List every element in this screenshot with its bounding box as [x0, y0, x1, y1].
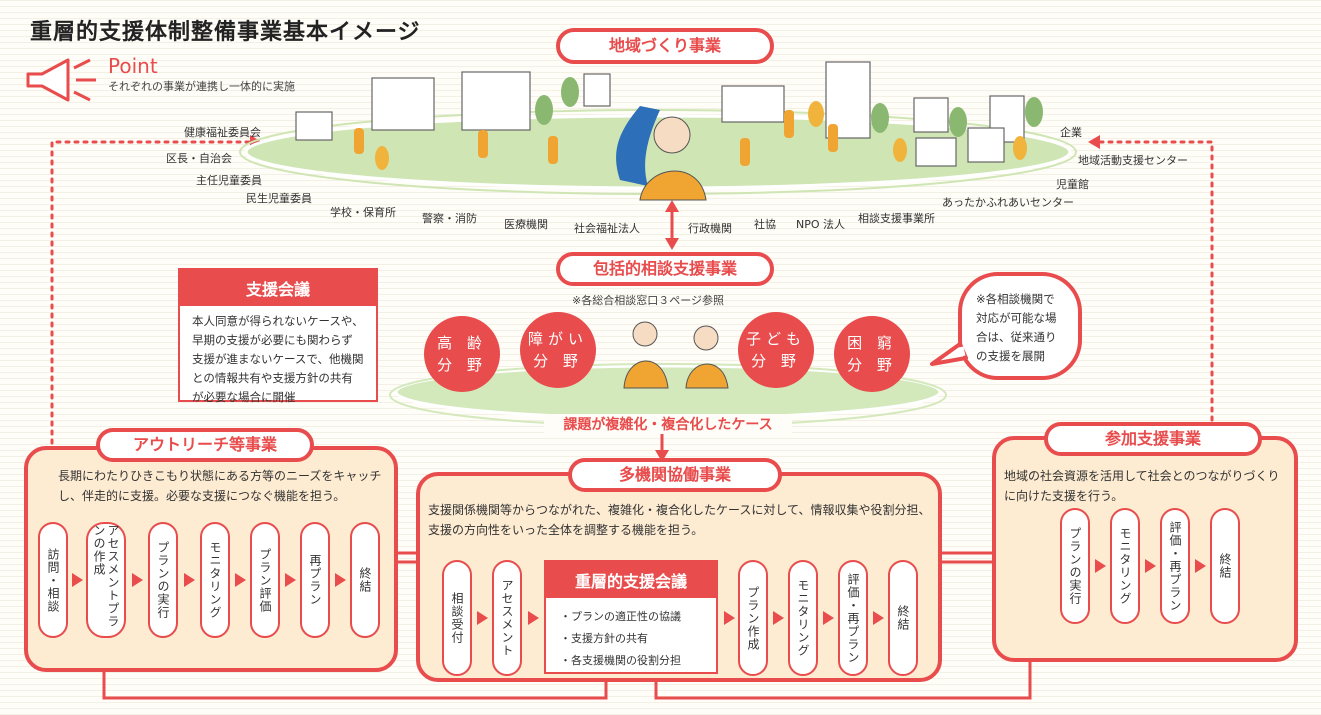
outreach-description: 長期にわたりひきこもり状態にある方等のニーズをキャッチし、伴走的に支援。必要な支…: [58, 469, 382, 503]
multi-agency-header: 多機関協働事業: [568, 458, 782, 492]
arrow-right-icon: [72, 573, 83, 587]
case-label: 課題が複雑化・複合化したケース: [544, 414, 792, 434]
org-label: 主任児童委員: [196, 174, 262, 187]
step-box: プランの実行: [1060, 508, 1090, 624]
arrow-right-icon: [235, 573, 246, 587]
town-illustration: [295, 61, 1025, 167]
support-meeting-header: 支援会議: [180, 270, 376, 306]
step-box: 相談受付: [442, 560, 472, 676]
org-label: 社協: [754, 218, 776, 231]
step-box: 終結: [350, 522, 380, 638]
arrow-right-icon: [873, 611, 884, 625]
org-label: 警察・消防: [422, 212, 477, 225]
page-title: 重層的支援体制整備事業基本イメージ: [30, 20, 421, 45]
layered-meeting-box: 重層的支援会議 ・プランの適正性の協議 ・支援方針の共有 ・各支援機関の役割分担: [544, 560, 718, 674]
trees-illustration: [535, 77, 1043, 137]
note-bubble: ※各相談機関で対応が可能な場合は、従来通りの支援を展開: [958, 272, 1082, 380]
point-label: Point: [108, 54, 158, 78]
community-header: 地域づくり事業: [556, 28, 774, 64]
org-label: あったかふれあいセンター: [942, 196, 1074, 209]
layered-meeting-item: ・プランの適正性の協議: [560, 610, 681, 623]
multi-agency-description: 支援関係機関等からつながれた、複雑化・複合化したケースに対して、情報収集や役割分…: [428, 503, 931, 537]
field-circle-disability: 障がい 分 野: [520, 312, 596, 388]
arrow-right-icon: [1145, 559, 1156, 573]
arrow-right-icon: [724, 611, 735, 625]
org-label: 健康福祉委員会: [184, 126, 261, 139]
org-label: 行政機関: [688, 222, 732, 235]
step-box: アセスメントプランの作成: [86, 522, 126, 638]
elderly-person-illustration: [639, 116, 707, 201]
step-box: 終結: [1210, 508, 1240, 624]
step-box: プランの実行: [148, 522, 178, 638]
org-label: 相談支援事業所: [858, 212, 935, 225]
org-label: 学校・保育所: [330, 206, 396, 219]
outreach-header: アウトリーチ等事業: [96, 428, 314, 462]
participation-description: 地域の社会資源を活用して社会とのつながりづくりに向けた支援を行う。: [1004, 469, 1280, 503]
step-box: プラン作成: [738, 560, 768, 676]
arrow-right-icon: [773, 611, 784, 625]
org-label: 医療機関: [504, 218, 548, 231]
arrow-right-icon: [823, 611, 834, 625]
step-box: 訪問・相談: [38, 522, 68, 638]
org-label: NPO 法人: [796, 218, 846, 231]
arrow-right-icon: [528, 611, 539, 625]
step-box: プラン評価: [250, 522, 280, 638]
people-illustration: [354, 110, 838, 166]
org-label: 地域活動支援センター: [1078, 154, 1188, 167]
arrow-right-icon: [285, 573, 296, 587]
comprehensive-header: 包括的相談支援事業: [556, 252, 774, 286]
org-label: 企業: [1060, 126, 1082, 139]
trees-yellow-illustration: [375, 101, 1027, 170]
point-subtitle: それぞれの事業が連携し一体的に実施: [108, 80, 295, 93]
step-box: 評価・再プラン: [1160, 508, 1190, 624]
layered-meeting-items: ・プランの適正性の協議 ・支援方針の共有 ・各支援機関の役割分担: [546, 598, 716, 680]
org-label: 民生児童委員: [246, 192, 312, 205]
step-box: モニタリング: [200, 522, 230, 638]
left-dotted-loop: [50, 140, 252, 454]
comprehensive-note: ※各総合相談窓口３ページ参照: [572, 294, 724, 307]
field-circle-children: 子ども 分 野: [738, 312, 814, 388]
org-label: 区長・自治会: [166, 152, 232, 165]
arrow-right-icon: [132, 573, 143, 587]
participation-header: 参加支援事業: [1044, 422, 1262, 456]
field-circle-poverty: 困 窮 分 野: [834, 316, 910, 392]
layered-meeting-item: ・各支援機関の役割分担: [560, 654, 681, 667]
layered-meeting-header: 重層的支援会議: [546, 562, 716, 598]
step-box: モニタリング: [1110, 508, 1140, 624]
arrow-right-icon: [477, 611, 488, 625]
support-meeting-box: 支援会議 本人同意が得られないケースや、早期の支援が必要にも関わらず支援が進まな…: [178, 268, 378, 404]
support-meeting-body: 本人同意が得られないケースや、早期の支援が必要にも関わらず支援が進まないケースで…: [192, 314, 364, 404]
org-label: 社会福祉法人: [574, 222, 640, 235]
step-box: モニタリング: [788, 560, 818, 676]
participation-panel: [992, 436, 1298, 662]
arrow-right-icon: [1095, 559, 1106, 573]
arrow-right-icon: [335, 573, 346, 587]
step-box: 評価・再プラン: [838, 560, 868, 676]
river-illustration: [616, 106, 660, 186]
consultants-illustration: [623, 321, 729, 389]
step-box: 再プラン: [300, 522, 330, 638]
megaphone-icon: [26, 58, 96, 102]
step-box: 終結: [888, 560, 918, 676]
field-circle-elderly: 高 齢 分 野: [424, 316, 500, 392]
step-box: アセスメント: [492, 560, 522, 676]
org-label: 児童館: [1056, 178, 1089, 191]
arrow-right-icon: [184, 573, 195, 587]
bubble-tail: [930, 342, 968, 366]
arrow-right-icon: [1195, 559, 1206, 573]
layered-meeting-item: ・支援方針の共有: [560, 632, 648, 645]
right-dotted-loop: [1098, 140, 1214, 422]
